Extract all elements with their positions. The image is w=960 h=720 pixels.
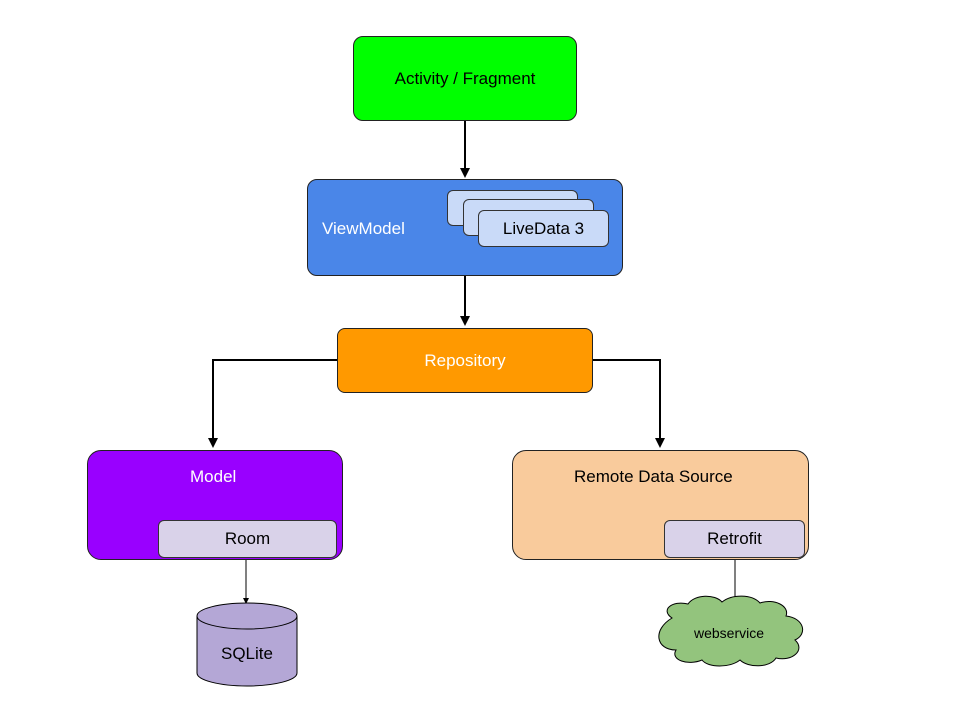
viewmodel-node: ViewModel LiveData 3 bbox=[307, 179, 623, 276]
viewmodel-label: ViewModel bbox=[322, 219, 405, 238]
model-label: Model bbox=[190, 467, 237, 486]
repository-node: Repository bbox=[337, 328, 593, 393]
edge-repository-model bbox=[208, 359, 337, 448]
remote-data-source-node: Remote Data Source Retrofit bbox=[512, 450, 809, 560]
remote-data-source-label: Remote Data Source bbox=[574, 467, 733, 486]
retrofit-label: Retrofit bbox=[707, 529, 762, 548]
retrofit-node: Retrofit bbox=[664, 520, 805, 558]
activity-fragment-label: Activity / Fragment bbox=[394, 68, 536, 88]
webservice-label: webservice bbox=[693, 625, 764, 641]
model-node: Model Room bbox=[87, 450, 343, 560]
room-node: Room bbox=[158, 520, 337, 558]
livedata-node: LiveData 3 bbox=[478, 210, 609, 247]
sqlite-node: SQLite bbox=[196, 602, 298, 687]
activity-fragment-node: Activity / Fragment bbox=[353, 36, 577, 121]
livedata-label: LiveData 3 bbox=[502, 218, 585, 238]
webservice-node: webservice bbox=[658, 595, 804, 667]
edge-repository-remote bbox=[593, 359, 665, 448]
repository-label: Repository bbox=[424, 350, 506, 370]
sqlite-label: SQLite bbox=[221, 644, 273, 663]
room-label: Room bbox=[224, 529, 271, 548]
